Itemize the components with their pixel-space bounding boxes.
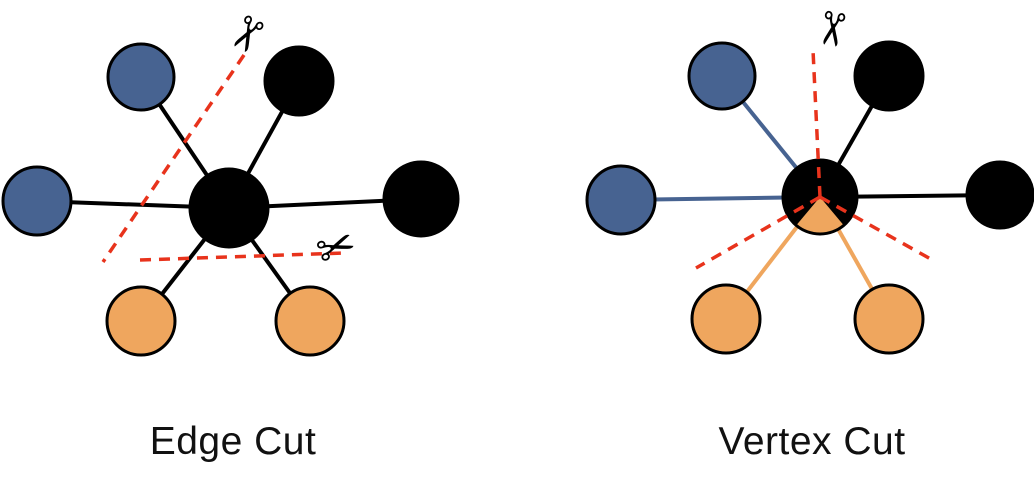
vertex-cut-label: Vertex Cut [718,420,906,463]
scissors-icon: ✂ [214,4,280,63]
graph-node-black [965,160,1034,230]
graph-node-blue [106,42,176,112]
scissors-icon: ✂ [309,215,364,279]
graph-node-black [382,160,460,238]
edge-cut-label: Edge Cut [149,420,317,463]
graph-node-black [853,40,925,112]
center-node [188,167,270,249]
graph-node-blue [585,164,657,236]
vertex-cut-group: ✂ [585,5,1034,355]
edge-cut-group: ✂✂ [1,4,460,357]
cut-line [695,195,821,270]
graph-node-blue [1,165,73,237]
cut-line [819,195,937,264]
cut-line [811,49,822,198]
cut-line [139,251,344,262]
graph-node-orange [853,283,925,355]
graph-node-orange [690,283,762,355]
graph-node-orange [105,285,177,357]
center-node-split-wedge [797,197,843,233]
graph-node-blue [687,41,757,111]
graph-node-black [263,45,335,117]
cut-line [101,54,246,263]
graph-node-orange [274,285,346,357]
scissors-icon: ✂ [802,5,862,52]
